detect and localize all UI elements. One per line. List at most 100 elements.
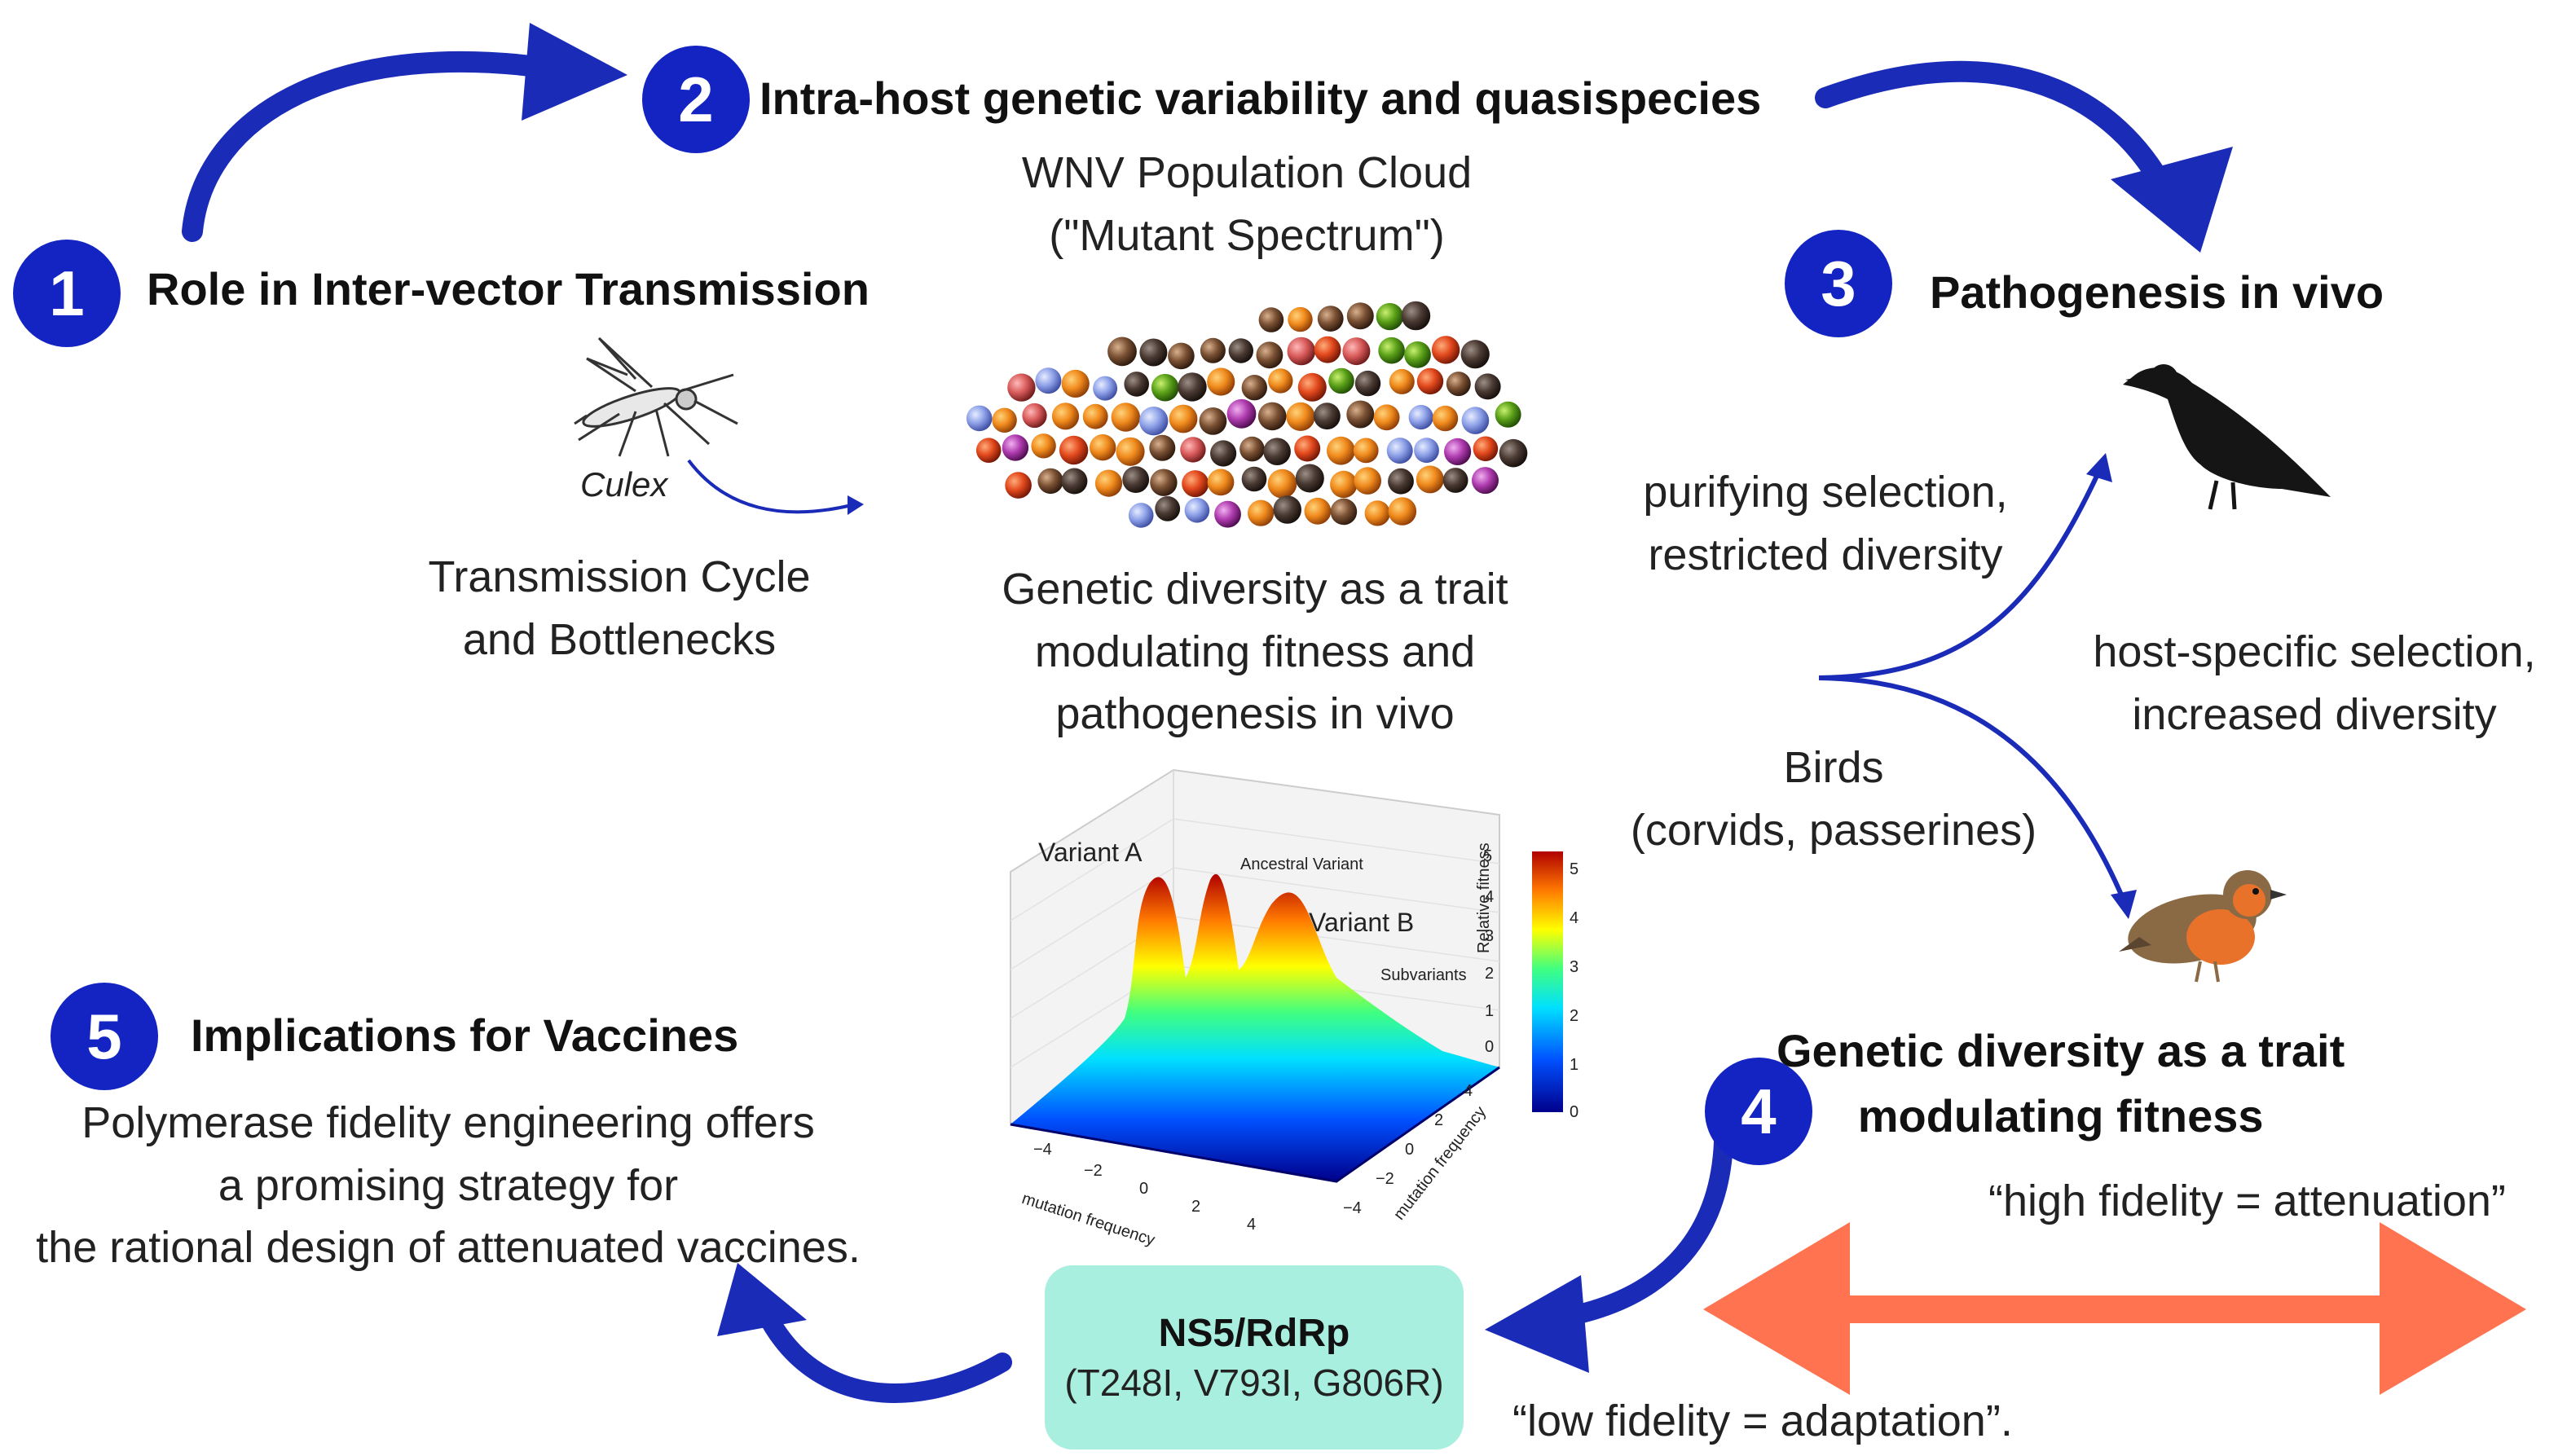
virion-particle <box>1241 375 1268 401</box>
arrow-ns5-to-5 <box>717 1263 1012 1403</box>
virion-particle <box>1248 499 1275 526</box>
virion-particle <box>1263 438 1291 465</box>
virion-particle <box>1495 401 1521 428</box>
virion-particle <box>1111 402 1141 432</box>
y-tick: 0 <box>1405 1141 1415 1159</box>
y-tick: −4 <box>1343 1199 1362 1217</box>
virion-particle <box>1107 337 1137 367</box>
y-tick: 2 <box>1434 1111 1444 1129</box>
virion-particle <box>1330 498 1358 526</box>
virion-particle <box>1287 337 1316 366</box>
transmission-caption: Transmission Cycle and Bottlenecks <box>391 546 848 671</box>
ns5-title: NS5/RdRp <box>1158 1311 1350 1355</box>
birds-line2: (corvids, passerines) <box>1630 805 2037 855</box>
virion-particle <box>1499 438 1528 468</box>
colorbar-tick: 4 <box>1570 909 1579 927</box>
virion-particle <box>1035 367 1062 394</box>
vaccines-text: Polymerase fidelity engineering offers a… <box>0 1092 896 1279</box>
virion-particle <box>1416 465 1444 494</box>
peak-variant-a-label: Variant A <box>1038 838 1143 867</box>
virion-particle <box>1061 369 1090 398</box>
robin-icon <box>2119 870 2287 983</box>
x-tick: 0 <box>1139 1180 1149 1198</box>
virion-particle <box>1184 498 1210 523</box>
virion-particle <box>1169 404 1198 433</box>
birds-label: Birds (corvids, passerines) <box>1597 737 2070 861</box>
step-2-title: Intra-host genetic variability and quasi… <box>760 73 1762 124</box>
x-tick: −2 <box>1084 1162 1103 1180</box>
virion-particle <box>1002 434 1029 461</box>
virion-particle <box>1061 468 1088 495</box>
virion-particle <box>1461 407 1490 434</box>
transmission-caption-line1: Transmission Cycle <box>428 552 811 601</box>
virion-particle <box>1294 435 1321 462</box>
virion-particle <box>1182 470 1209 498</box>
step-1-title: Role in Inter-vector Transmission <box>147 263 870 315</box>
virion-particle <box>1354 467 1381 495</box>
virion-particle <box>1090 434 1116 461</box>
x-tick: 2 <box>1191 1198 1201 1216</box>
step-4-title-line1: Genetic diversity as a trait <box>1777 1025 2345 1076</box>
colorbar-tick: 2 <box>1570 1007 1579 1025</box>
virion-particle <box>1317 306 1344 332</box>
vaccines-line2: a promising strategy for <box>218 1160 679 1210</box>
virion-particle <box>1416 367 1444 395</box>
virion-particle <box>1342 337 1371 366</box>
virion-particle <box>1267 468 1297 499</box>
virion-particle <box>1059 435 1089 465</box>
virion-particle <box>1199 407 1227 435</box>
step-3-circle: 3 <box>1785 230 1892 337</box>
subvariants-label: Subvariants <box>1380 966 1467 984</box>
z-tick: 3 <box>1485 927 1495 945</box>
fidelity-double-arrow <box>1703 1222 2526 1395</box>
virion-particle <box>1200 337 1226 363</box>
z-tick: 5 <box>1483 847 1493 865</box>
culex-label: Culex <box>580 465 668 504</box>
virion-particle <box>992 407 1017 433</box>
colorbar-tick: 0 <box>1570 1103 1579 1121</box>
cloud-title-line2: ("Mutant Spectrum") <box>1049 210 1445 260</box>
colorbar-tick: 1 <box>1570 1056 1579 1074</box>
cloud-title-line1: WNV Population Cloud <box>1021 148 1473 197</box>
virion-particle <box>1051 402 1080 430</box>
virion-particle <box>1037 468 1063 495</box>
step-2-circle: 2 <box>642 46 750 153</box>
virion-particle <box>1256 341 1284 369</box>
ns5-mutations: (T248I, V793I, G806R) <box>1064 1361 1444 1404</box>
virion-particle <box>1207 468 1235 496</box>
virion-particle <box>1373 404 1400 431</box>
cloud-title: WNV Population Cloud ("Mutant Spectrum") <box>978 142 1516 266</box>
cloud-caption-line1: Genetic diversity as a trait <box>1002 565 1508 614</box>
virion-particle <box>1354 370 1381 397</box>
cloud-caption: Genetic diversity as a trait modulating … <box>962 558 1548 746</box>
step-1-circle: 1 <box>13 240 121 347</box>
virion-particle <box>1149 434 1176 461</box>
virion-particle <box>1401 301 1431 331</box>
virion-particle <box>1328 367 1354 394</box>
y-tick: 4 <box>1464 1082 1473 1100</box>
virion-particle <box>1139 338 1168 367</box>
fitness-landscape-plot <box>1010 768 1563 1183</box>
virion-particle <box>1093 376 1118 401</box>
virion-particle <box>1404 341 1431 368</box>
z-tick: 0 <box>1485 1038 1495 1056</box>
birds-line1: Birds <box>1783 743 1884 792</box>
virion-particle <box>1214 500 1241 528</box>
virion-particle <box>1150 468 1178 496</box>
ns5-rdrp-box: NS5/RdRp (T248I, V793I, G806R) <box>1045 1265 1464 1449</box>
step-5-title: Implications for Vaccines <box>191 1010 739 1061</box>
virion-particle <box>1258 307 1284 332</box>
low-fidelity-label: “low fidelity = adaptation”. <box>1512 1397 2013 1445</box>
step-5-circle: 5 <box>51 983 158 1090</box>
virion-particle <box>1314 336 1341 363</box>
virion-particle <box>1388 497 1417 526</box>
virion-particle <box>1446 372 1471 397</box>
cloud-caption-line2: modulating fitness and <box>1034 627 1476 676</box>
virion-particle <box>1128 503 1154 528</box>
virion-particle <box>1207 367 1235 396</box>
z-tick: 4 <box>1485 888 1495 906</box>
virion-particle <box>1314 402 1341 430</box>
virion-particle <box>1473 436 1499 462</box>
virion-particle <box>1330 470 1358 499</box>
purifying-selection-label: purifying selection, restricted diversit… <box>1605 461 2045 586</box>
